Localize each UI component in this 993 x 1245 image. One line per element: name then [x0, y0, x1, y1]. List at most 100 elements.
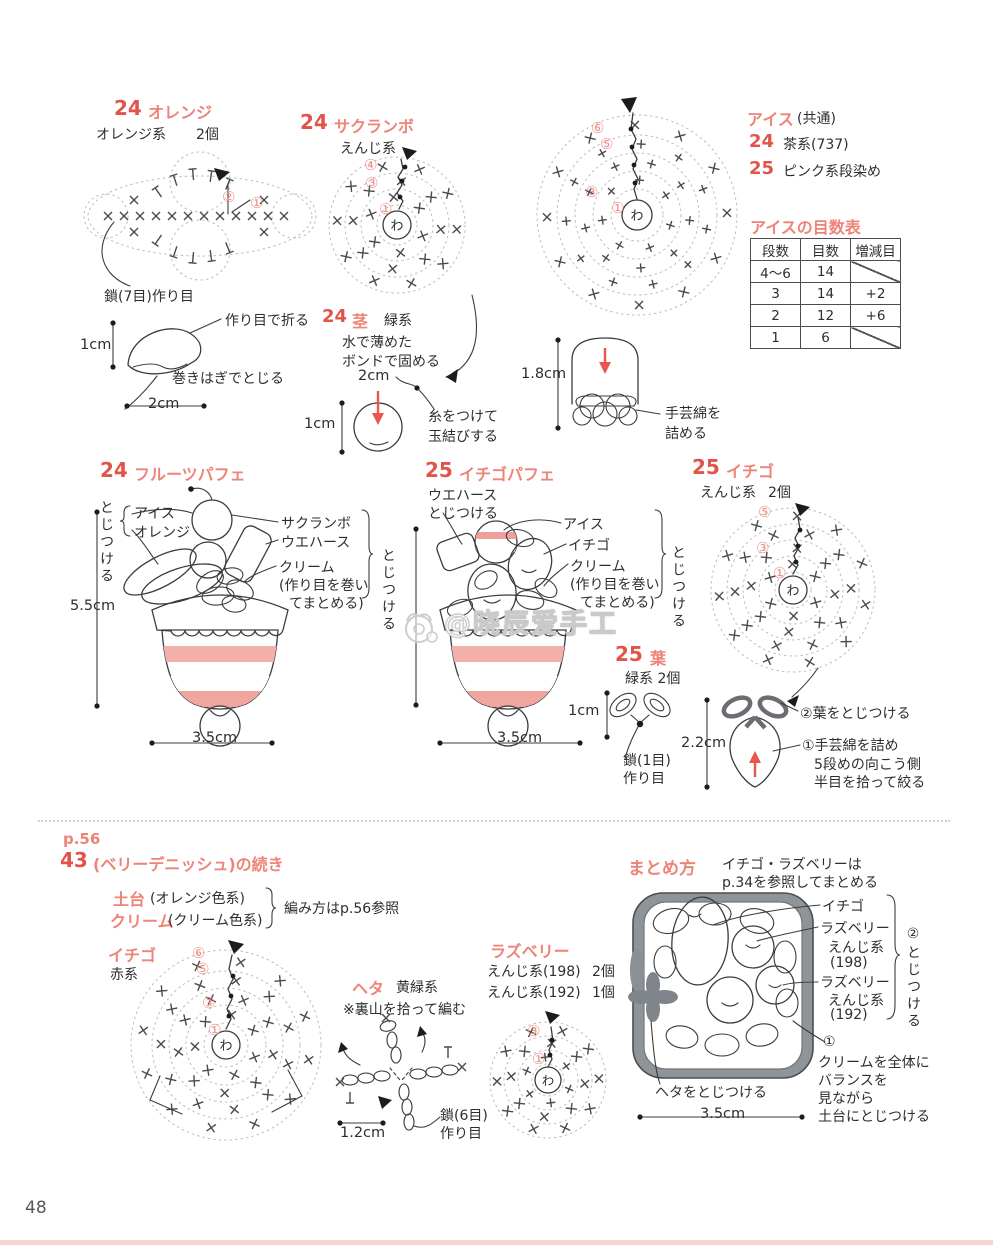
cherry-title: サクランボ	[334, 117, 415, 136]
round1-leader	[231, 199, 251, 213]
leaf-spec: 緑系 2個	[625, 671, 681, 687]
danish-base-spec: (オレンジ色系)	[150, 891, 245, 907]
cast-leader	[413, 1116, 441, 1128]
left-brace	[119, 505, 131, 537]
start-marker	[214, 168, 230, 181]
danish-center: わ	[219, 1039, 232, 1054]
cast-leader	[101, 221, 131, 287]
stem-note2: ボンドで固める	[342, 354, 440, 370]
orange-seam-label: 巻きはぎでとじる	[172, 371, 284, 387]
page-number: 48	[25, 1198, 47, 1218]
parfait24-attach-right: とじつける	[380, 548, 396, 633]
start-marker	[621, 97, 637, 113]
assembly-note2: p.34を参照してまとめる	[722, 875, 879, 891]
cherry-center: わ	[390, 219, 403, 234]
leaf-cast2: 作り目	[623, 771, 665, 787]
strawberry-center: わ	[786, 584, 799, 599]
sberry-height: 2.2cm	[681, 735, 727, 751]
cherry-spec: えんじ系	[340, 141, 396, 157]
danish-title: (ベリーデニッシュ)の続き	[93, 855, 284, 874]
fold-leader	[189, 318, 222, 334]
parfait25-cream-label2: (作り目を巻い	[570, 577, 660, 593]
heta-cast1: 鎖(6目)	[440, 1108, 488, 1124]
cell: 3	[750, 282, 801, 305]
strawberry-round1: ①	[773, 564, 787, 582]
rasp-round3: ③	[527, 1022, 541, 1040]
rasp-round1: ①	[532, 1050, 546, 1068]
stem-knot2: 玉結びする	[428, 429, 498, 445]
heta-width: 1.2cm	[340, 1125, 386, 1141]
orange-lower-fan	[129, 227, 269, 265]
sberry-step1a: ①手芸綿を詰め	[802, 738, 899, 754]
danish-ref: 編み方はp.56参照	[284, 901, 400, 917]
parfait25-cream-label1: クリーム	[570, 559, 626, 575]
danish-page-ref: p.56	[63, 830, 101, 848]
leaf-bow	[721, 695, 789, 730]
assembly-rasp2-label2: えんじ系	[828, 993, 884, 1009]
parfait24-title: フルーツパフェ	[134, 465, 246, 484]
assembly-brace	[886, 894, 901, 1020]
start-marker	[228, 940, 244, 954]
parfait25-number: 25	[425, 458, 453, 482]
parfait24-number: 24	[100, 458, 128, 482]
stem-height: 1cm	[304, 416, 336, 432]
cell: 1	[750, 326, 801, 349]
strawberry-count: 2個	[768, 485, 791, 501]
assembly-step1-line2: バランスを	[818, 1073, 888, 1089]
orange-height: 1cm	[80, 337, 112, 353]
assembly-ichigo-label: イチゴ	[822, 899, 864, 915]
rasp-title: ラズベリー	[490, 942, 570, 961]
sberry-step1b: 5段めの向こう側	[814, 757, 921, 773]
ice-dome-diagram	[555, 337, 661, 431]
cell: 4〜6	[750, 260, 801, 283]
parfait25-straw-label: イチゴ	[568, 538, 610, 554]
orange-title: オレンジ	[148, 103, 213, 122]
stuffing-label2: 詰める	[665, 426, 707, 442]
strawberry-number: 25	[692, 455, 720, 479]
orange-assembly	[110, 318, 222, 410]
strawberry-title: イチゴ	[726, 462, 775, 481]
assembly-step1-line3: 見ながら	[818, 1091, 874, 1107]
assembly-step1-num: ①	[823, 1034, 836, 1050]
danish-round1: ①	[208, 1021, 222, 1039]
parfait24-wafer-label: ウエハース	[281, 535, 351, 551]
assembly-step1-line1: クリームを全体に	[818, 1055, 930, 1071]
assembly-step1-line4: 土台にとじつける	[818, 1109, 930, 1125]
section-divider	[38, 820, 950, 822]
cell: +6	[850, 304, 901, 327]
ice-spec24: 茶系(737)	[783, 137, 849, 153]
orange-upper-fan	[129, 167, 269, 205]
assembly-width: 3.5cm	[700, 1106, 746, 1122]
assembly-rasp1-label3: (198)	[830, 955, 868, 971]
gray-leaf	[628, 972, 678, 1022]
parfait24-attach-left: とじつける	[98, 500, 114, 585]
parfait24-cherry-label: サクランボ	[281, 516, 351, 532]
danish-ichigo: イチゴ	[108, 946, 157, 965]
ice-chart: わ	[536, 97, 738, 316]
dome-height: 1.8cm	[521, 366, 567, 382]
assembly-note1: イチゴ・ラズベリーは	[722, 857, 862, 873]
leaf-and-strawberry-finishing	[604, 667, 819, 790]
cell: 12	[800, 304, 851, 327]
parfait25-wafer-note1: ウエハース	[428, 488, 498, 504]
parfait24-item-ice: アイス	[134, 506, 175, 522]
parfait25-title: イチゴパフェ	[459, 465, 556, 484]
orange-round2: ②	[222, 188, 236, 206]
parfait24-cream-label1: クリーム	[279, 560, 335, 576]
strawberry-chart: わ	[710, 503, 876, 673]
rasp-spec2: えんじ系(192)	[487, 985, 581, 1001]
cherry-chain	[396, 158, 404, 210]
danish-number: 43	[60, 848, 88, 872]
stem-note1: 水で薄めた	[342, 335, 412, 351]
cell-diagonal	[850, 326, 901, 349]
leaf-number: 25	[615, 642, 643, 666]
start-marker	[378, 1096, 392, 1109]
heta-note: ※裏山を拾って編む	[343, 1002, 467, 1018]
watermark-icon	[405, 613, 438, 643]
leaf-glyph	[609, 692, 671, 724]
cherry-round1: ①	[379, 200, 393, 218]
curve-from-cherry	[445, 294, 477, 378]
parfait24-width: 3.5cm	[192, 730, 238, 746]
orange-x-row	[103, 211, 289, 221]
